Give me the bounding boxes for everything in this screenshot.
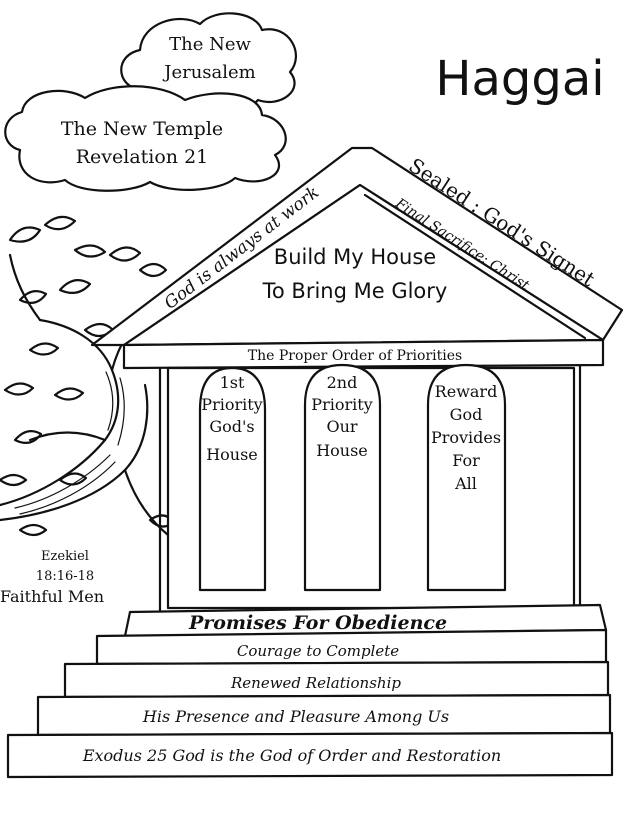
arch-2-line2: Priority bbox=[311, 395, 372, 414]
arch-2: 2nd Priority Our House bbox=[303, 363, 382, 592]
temple-beam: The Proper Order of Priorities bbox=[122, 338, 605, 370]
arch-3-line3: Provides bbox=[431, 428, 501, 447]
arch-3-line1: Reward bbox=[435, 382, 498, 401]
cloud-top-line1: The New bbox=[169, 34, 251, 55]
step-4-text: Exodus 25 God is the God of Order and Re… bbox=[82, 746, 501, 765]
step-2-text: Renewed Relationship bbox=[230, 674, 401, 692]
tree-ref-line2: 18:16-18 bbox=[36, 569, 94, 584]
beam-text: The Proper Order of Priorities bbox=[248, 348, 462, 364]
arch-3-line4: For bbox=[452, 451, 480, 470]
arch-1-line3: God's bbox=[209, 417, 254, 436]
cloud-top-line2: Jerusalem bbox=[162, 62, 256, 83]
tree-ref-line3: Faithful Men bbox=[0, 587, 104, 606]
cloud-bottom-line2: Revelation 21 bbox=[76, 146, 209, 168]
arch-1: 1st Priority God's House bbox=[198, 366, 267, 592]
arch-3-line2: God bbox=[450, 405, 483, 424]
arch-1-line4: House bbox=[206, 445, 258, 464]
step-1-text: Courage to Complete bbox=[237, 642, 399, 660]
cloud-new-jerusalem: The New Jerusalem bbox=[120, 12, 297, 113]
tree-illustration bbox=[0, 215, 176, 537]
temple-steps: Promises For Obedience Courage to Comple… bbox=[6, 603, 614, 779]
pediment-line2: To Bring Me Glory bbox=[262, 279, 448, 303]
arch-1-line2: Priority bbox=[201, 395, 262, 414]
arch-2-line4: House bbox=[316, 441, 368, 460]
arch-1-line1: 1st bbox=[220, 373, 245, 392]
arch-3: Reward God Provides For All bbox=[426, 363, 507, 592]
steps-header: Promises For Obedience bbox=[188, 612, 447, 634]
arch-3-line5: All bbox=[454, 474, 477, 493]
arch-2-line1: 2nd bbox=[327, 373, 358, 392]
arch-2-line3: Our bbox=[326, 417, 357, 436]
cloud-bottom-line1: The New Temple bbox=[61, 118, 223, 140]
tree-reference: Ezekiel 18:16-18 Faithful Men bbox=[0, 549, 104, 606]
tree-ref-line1: Ezekiel bbox=[41, 549, 89, 564]
step-3-text: His Presence and Pleasure Among Us bbox=[142, 707, 449, 726]
cloud-new-temple: The New Temple Revelation 21 bbox=[4, 85, 287, 192]
pediment-line1: Build My House bbox=[274, 245, 436, 269]
book-title: Haggai bbox=[435, 51, 604, 107]
